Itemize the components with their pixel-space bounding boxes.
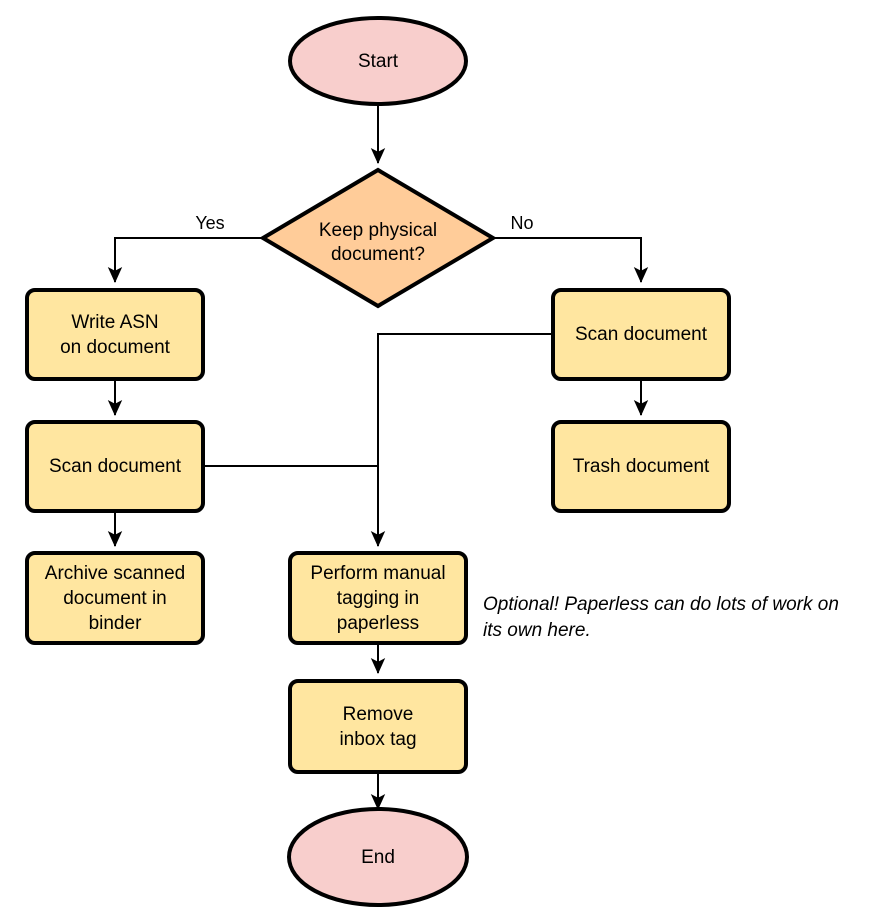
archive-label-line2: document in — [63, 588, 167, 609]
node-archive-scanned-document[interactable]: Archive scanned document in binder — [25, 551, 205, 645]
node-write-asn[interactable]: Write ASN on document — [25, 288, 205, 381]
edge-label-yes: Yes — [195, 213, 224, 233]
trash-label: Trash document — [573, 456, 710, 477]
node-start[interactable]: Start — [288, 16, 468, 106]
scan-right-label: Scan document — [575, 324, 708, 345]
trash-box-shape — [551, 420, 731, 513]
start-label: Start — [358, 51, 399, 72]
scan-left-box-shape — [25, 420, 205, 513]
decision-label-line1: Keep physical — [319, 220, 437, 241]
end-ellipse-shape — [287, 807, 469, 907]
edge-decision-no-to-scan-right — [493, 237, 649, 283]
node-scan-document-left[interactable]: Scan document — [25, 420, 205, 513]
edge-scan-right-to-tagging — [370, 333, 552, 547]
scan-left-label: Scan document — [49, 456, 182, 477]
write-asn-label-line2: on document — [60, 337, 171, 358]
write-asn-box-shape — [25, 288, 205, 381]
note-line1: Optional! Paperless can do lots of work … — [483, 594, 839, 615]
tagging-label-line3: paperless — [337, 613, 419, 634]
edge-label-no: No — [510, 213, 533, 233]
decision-diamond-shape — [259, 167, 497, 309]
annotation-note: Optional! Paperless can do lots of work … — [483, 594, 839, 641]
end-label: End — [361, 847, 395, 868]
node-trash-document[interactable]: Trash document — [551, 420, 731, 513]
node-end[interactable]: End — [287, 807, 469, 907]
tagging-label-line1: Perform manual — [310, 563, 445, 584]
edge-decision-yes-to-write-asn — [107, 237, 263, 283]
node-remove-inbox-tag[interactable]: Remove inbox tag — [288, 679, 468, 774]
remove-inbox-label-line2: inbox tag — [339, 729, 416, 750]
archive-box-shape — [25, 551, 205, 645]
node-perform-manual-tagging[interactable]: Perform manual tagging in paperless — [288, 551, 468, 645]
archive-label-line1: Archive scanned — [45, 563, 185, 584]
tagging-label-line2: tagging in — [337, 588, 419, 609]
remove-inbox-label-line1: Remove — [343, 704, 414, 725]
node-decision-keep-physical-document[interactable]: Keep physical document? — [259, 167, 497, 309]
remove-inbox-box-shape — [288, 679, 468, 774]
node-scan-document-right[interactable]: Scan document — [551, 288, 731, 381]
archive-label-line3: binder — [89, 613, 142, 634]
start-ellipse-shape — [288, 16, 468, 106]
write-asn-label-line1: Write ASN — [71, 312, 158, 333]
decision-label-line2: document? — [331, 244, 425, 265]
scan-right-box-shape — [551, 288, 731, 381]
note-line2: its own here. — [483, 620, 591, 641]
tagging-box-shape — [288, 551, 468, 645]
